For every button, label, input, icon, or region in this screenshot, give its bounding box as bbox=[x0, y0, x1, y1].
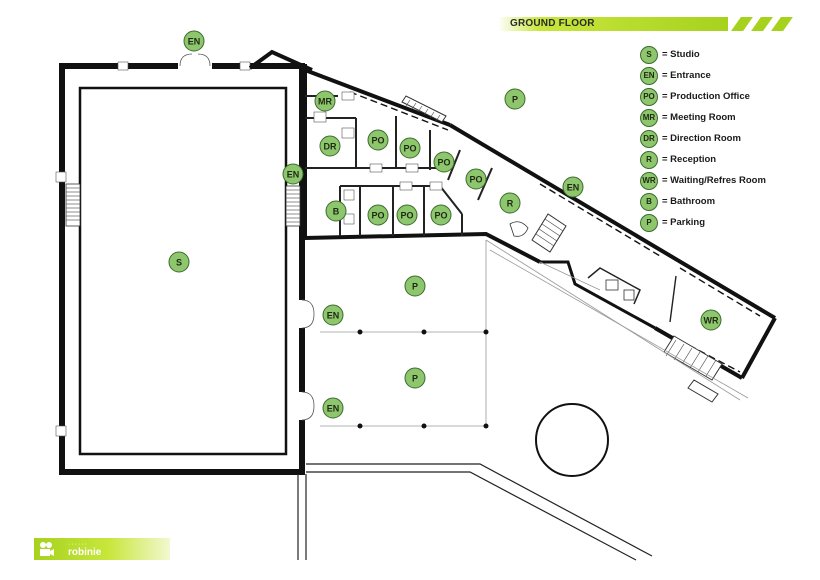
studio-building bbox=[55, 53, 315, 475]
parking-markers bbox=[357, 329, 489, 429]
room-badge-po1: PO bbox=[367, 129, 389, 151]
legend-label: = Reception bbox=[662, 154, 717, 165]
legend-code: R bbox=[640, 150, 658, 169]
roundabout bbox=[535, 403, 609, 477]
header-bar bbox=[498, 17, 728, 31]
legend-code: EN bbox=[640, 66, 658, 85]
legend-code: PO bbox=[640, 87, 658, 106]
room-label: PO bbox=[434, 211, 447, 221]
logo: ······ robinie bbox=[34, 538, 170, 560]
room-badge-p-top: P bbox=[504, 88, 526, 110]
legend-label: = Entrance bbox=[662, 70, 711, 81]
room-label: EN bbox=[567, 183, 580, 193]
room-badge-po4: PO bbox=[465, 168, 487, 190]
room-label: WR bbox=[704, 316, 719, 326]
room-label: R bbox=[507, 199, 514, 209]
legend-item: EN = Entrance bbox=[640, 65, 766, 86]
room-badge-po7: PO bbox=[430, 204, 452, 226]
room-badge-p-low: P bbox=[404, 367, 426, 389]
legend-item: R = Reception bbox=[640, 149, 766, 170]
room-label: PO bbox=[403, 144, 416, 154]
logo-text: robinie bbox=[68, 547, 102, 558]
legend-label: = Direction Room bbox=[662, 133, 741, 144]
room-label: B bbox=[333, 207, 340, 217]
room-label: EN bbox=[287, 170, 300, 180]
legend: S = Studio EN = Entrance PO = Production Of… bbox=[640, 44, 766, 233]
room-label: EN bbox=[327, 404, 340, 414]
office-wing bbox=[248, 49, 777, 403]
room-label: DR bbox=[324, 142, 337, 152]
legend-code: WR bbox=[640, 171, 658, 190]
legend-label: = Meeting Room bbox=[662, 112, 736, 123]
room-label: PO bbox=[371, 136, 384, 146]
legend-code: MR bbox=[640, 108, 658, 127]
room-badge-en-low2: EN bbox=[322, 397, 344, 419]
room-badge-p-mid: P bbox=[404, 275, 426, 297]
legend-label: = Studio bbox=[662, 49, 700, 60]
room-badge-dr: DR bbox=[319, 135, 341, 157]
room-badge-po6: PO bbox=[396, 204, 418, 226]
room-badge-po2: PO bbox=[399, 137, 421, 159]
legend-label: = Parking bbox=[662, 217, 706, 228]
room-badges: EN MR P DR PO PO PO PO EN EN R B PO PO P… bbox=[168, 30, 722, 419]
legend-item: P = Parking bbox=[640, 212, 766, 233]
room-label: EN bbox=[327, 311, 340, 321]
legend-code: DR bbox=[640, 129, 658, 148]
room-label: P bbox=[512, 95, 518, 105]
room-badge-en-right: EN bbox=[562, 176, 584, 198]
legend-code: P bbox=[640, 213, 658, 232]
legend-item: MR = Meeting Room bbox=[640, 107, 766, 128]
legend-item: PO = Production Office bbox=[640, 86, 766, 107]
room-badge-s: S bbox=[168, 251, 190, 273]
room-label: EN bbox=[188, 37, 201, 47]
room-label: PO bbox=[371, 211, 384, 221]
site-road bbox=[297, 463, 653, 561]
room-label: S bbox=[176, 258, 182, 268]
room-badge-r: R bbox=[499, 192, 521, 214]
legend-code: S bbox=[640, 45, 658, 64]
site-lines bbox=[320, 239, 749, 427]
logo-dots: ······ bbox=[68, 541, 88, 548]
legend-item: B = Bathroom bbox=[640, 191, 766, 212]
room-badge-en-top: EN bbox=[183, 30, 205, 52]
room-label: PO bbox=[437, 158, 450, 168]
room-badge-b: B bbox=[325, 200, 347, 222]
film-camera-icon bbox=[40, 542, 54, 556]
room-label: MR bbox=[318, 97, 332, 107]
room-badge-mr: MR bbox=[314, 90, 336, 112]
room-badge-en-mid: EN bbox=[282, 163, 304, 185]
room-badge-po5: PO bbox=[367, 204, 389, 226]
room-label: PO bbox=[400, 211, 413, 221]
room-label: P bbox=[412, 374, 418, 384]
legend-label: = Bathroom bbox=[662, 196, 716, 207]
room-badge-wr: WR bbox=[700, 309, 722, 331]
legend-label: = Waiting/Refres Room bbox=[662, 175, 766, 186]
room-badge-en-low1: EN bbox=[322, 304, 344, 326]
room-label: P bbox=[412, 282, 418, 292]
legend-item: S = Studio bbox=[640, 44, 766, 65]
legend-label: = Production Office bbox=[662, 91, 750, 102]
page-title: GROUND FLOOR bbox=[510, 18, 595, 29]
legend-item: DR = Direction Room bbox=[640, 128, 766, 149]
legend-item: WR = Waiting/Refres Room bbox=[640, 170, 766, 191]
legend-code: B bbox=[640, 192, 658, 211]
room-badge-po3: PO bbox=[433, 151, 455, 173]
room-label: PO bbox=[469, 175, 482, 185]
